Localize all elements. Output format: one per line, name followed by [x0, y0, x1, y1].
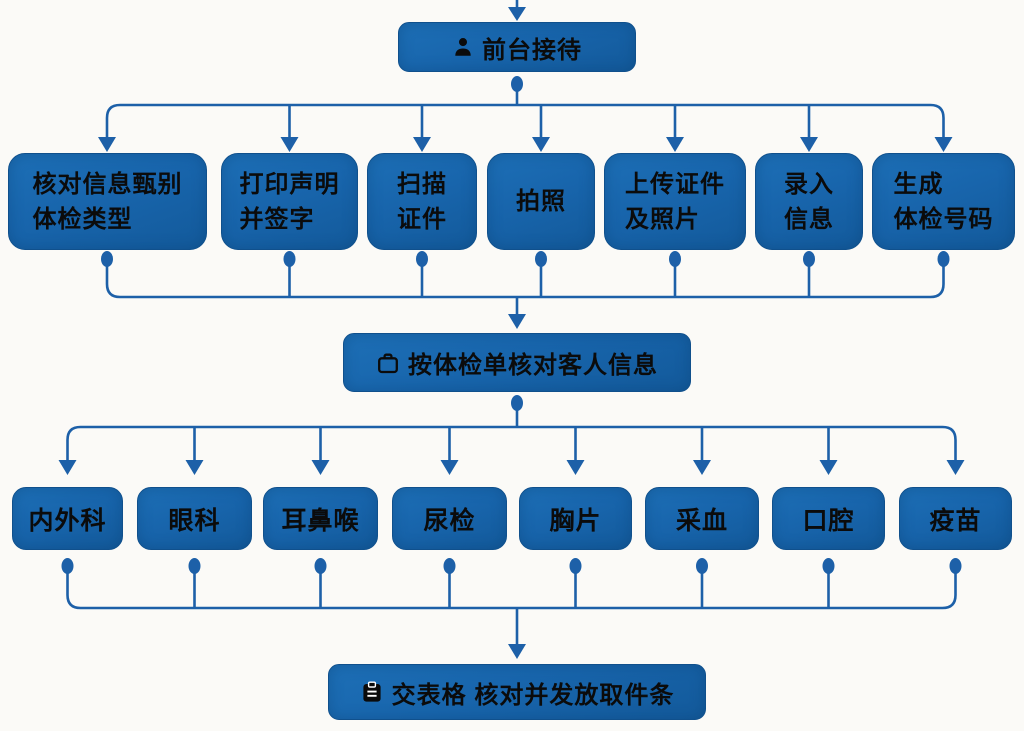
node-internal-surgery: 内外科 [12, 487, 123, 550]
node-label: 打印声明 [239, 170, 340, 198]
node-label: 疫苗 [929, 506, 982, 535]
node-label: 核对信息甄别 [32, 170, 183, 198]
node-label: 按体检单核对客人信息 [408, 352, 658, 379]
node-vaccine: 疫苗 [899, 487, 1012, 550]
node-check-info: 核对信息甄别 体检类型 [8, 153, 207, 250]
node-label: 体检类型 [32, 205, 133, 233]
node-generate-number: 生成 体检号码 [872, 153, 1015, 250]
node-upload-docs: 上传证件 及照片 [604, 153, 746, 250]
node-submit-form: 交表格 核对并发放取件条 [328, 664, 706, 720]
node-label: 录入 [784, 170, 834, 198]
node-verify-guest-info: 按体检单核对客人信息 [343, 333, 691, 392]
node-label: 内外科 [28, 506, 107, 535]
node-oral: 口腔 [772, 487, 885, 550]
clipboard-filled-icon [360, 680, 384, 704]
node-label: 证件 [397, 205, 447, 233]
node-blood-draw: 采血 [645, 487, 759, 550]
node-label: 尿检 [423, 506, 476, 535]
clipboard-outline-icon [376, 351, 400, 375]
node-label: 眼科 [168, 506, 221, 535]
node-label: 体检号码 [893, 205, 994, 233]
user-icon [452, 36, 474, 58]
node-label: 上传证件 [625, 170, 725, 198]
node-front-desk: 前台接待 [398, 22, 636, 72]
node-label: 采血 [675, 506, 728, 535]
node-label: 胸片 [549, 506, 602, 535]
node-label: 并签字 [239, 205, 315, 233]
node-label: 口腔 [802, 506, 855, 535]
node-label: 扫描 [397, 170, 447, 198]
node-scan-id: 扫描 证件 [367, 153, 477, 250]
node-label: 耳鼻喉 [281, 506, 360, 535]
node-label: 信息 [784, 205, 834, 233]
node-enter-info: 录入 信息 [755, 153, 863, 250]
node-label: 及照片 [625, 205, 700, 233]
node-ophthalmology: 眼科 [137, 487, 252, 550]
node-ent: 耳鼻喉 [263, 487, 378, 550]
node-label: 生成 [893, 170, 944, 198]
node-label: 前台接待 [482, 36, 582, 64]
node-label: 拍照 [516, 188, 566, 215]
node-chest-xray: 胸片 [519, 487, 632, 550]
node-label: 交表格 核对并发放取件条 [391, 681, 675, 709]
node-print-statement: 打印声明 并签字 [221, 153, 358, 250]
node-photo: 拍照 [487, 153, 595, 250]
node-urine-test: 尿检 [392, 487, 507, 550]
